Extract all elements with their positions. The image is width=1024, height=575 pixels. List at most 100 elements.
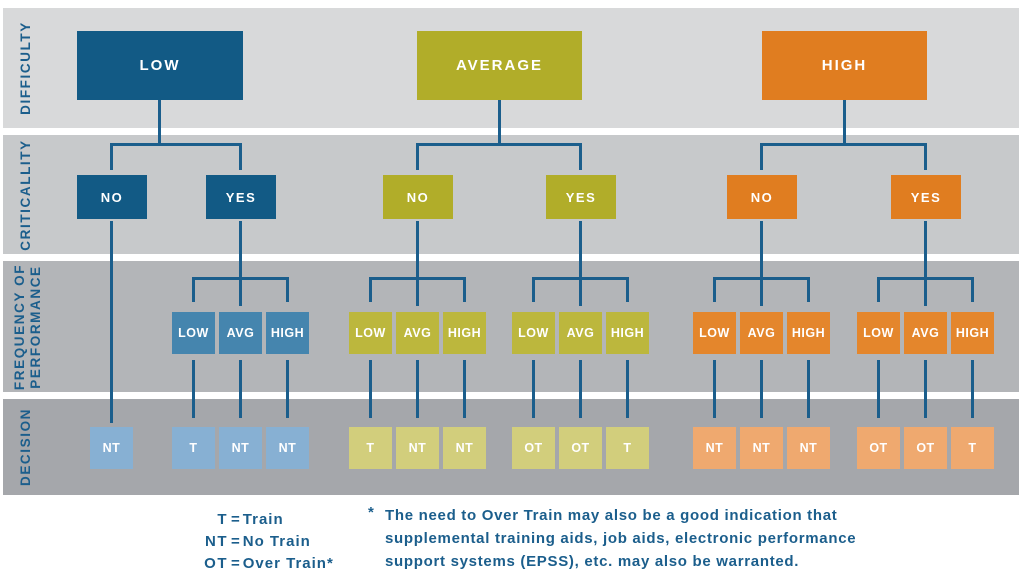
criticality-band [3, 135, 1019, 254]
connector-line [579, 221, 582, 306]
connector-line [924, 360, 927, 418]
connector-line [843, 100, 846, 146]
criticality-box-average-yes: YES [546, 175, 616, 219]
connector-line [760, 221, 763, 306]
difficulty-box-average: AVERAGE [417, 31, 582, 100]
legend-item-over-train: OT = Over Train* [150, 552, 334, 574]
connector-line [416, 221, 419, 306]
footnote-text: The need to Over Train may also be a goo… [385, 504, 856, 573]
footnote-line3: support systems (EPSS), etc. may also be… [385, 553, 800, 570]
decision-box: OT [559, 427, 602, 469]
connector-line [760, 143, 763, 170]
connector-line [110, 143, 242, 146]
legend-label: No Train [242, 532, 311, 550]
connector-line [626, 277, 629, 302]
connector-line [158, 100, 161, 146]
connector-line [760, 360, 763, 418]
legend-label: Over Train* [242, 554, 334, 572]
connector-line [369, 360, 372, 418]
footnote-asterisk: * [368, 504, 374, 521]
legend-item-train: T = Train [150, 508, 334, 530]
frequency-box-avg: AVG [396, 312, 439, 354]
connector-line [286, 277, 289, 302]
connector-line [532, 277, 629, 280]
frequency-row-label: FREQUENCY OF PERFORMANCE [12, 264, 44, 390]
difficulty-row-label: DIFFICULTY [18, 21, 33, 115]
connector-line [239, 143, 242, 170]
connector-line [369, 277, 466, 280]
connector-line [239, 360, 242, 418]
decision-box: OT [904, 427, 947, 469]
connector-line [713, 360, 716, 418]
criticality-box-average-no: NO [383, 175, 453, 219]
decision-box: T [172, 427, 215, 469]
connector-line [416, 360, 419, 418]
decision-box: T [606, 427, 649, 469]
connector-line [286, 360, 289, 418]
connector-line [110, 143, 113, 170]
frequency-box-avg: AVG [740, 312, 783, 354]
connector-line [924, 143, 927, 170]
connector-line [924, 221, 927, 306]
connector-line [192, 277, 289, 280]
legend-equals: = [231, 532, 240, 550]
connector-line [877, 277, 974, 280]
legend: T = Train NT = No Train OT = Over Train* [150, 508, 334, 574]
connector-line [532, 360, 535, 418]
difficulty-box-high: HIGH [762, 31, 927, 100]
connector-line [971, 360, 974, 418]
criticality-box-high-yes: YES [891, 175, 961, 219]
connector-line [807, 277, 810, 302]
decision-box: NT [740, 427, 783, 469]
frequency-box-high: HIGH [606, 312, 649, 354]
frequency-box-avg: AVG [904, 312, 947, 354]
connector-line [369, 277, 372, 302]
connector-line [532, 277, 535, 302]
decision-box: OT [512, 427, 555, 469]
criticality-row-label: CRITICALLITY [18, 139, 33, 251]
frequency-box-high: HIGH [787, 312, 830, 354]
decision-box: T [349, 427, 392, 469]
connector-line [463, 277, 466, 302]
decision-row-label: DECISION [18, 407, 33, 487]
criticality-box-high-no: NO [727, 175, 797, 219]
legend-abbr: OT [204, 554, 228, 572]
frequency-box-low: LOW [172, 312, 215, 354]
decision-box: OT [857, 427, 900, 469]
legend-item-no-train: NT = No Train [150, 530, 334, 552]
frequency-row-label-line1: FREQUENCY OF [12, 263, 27, 391]
footnote-line2: supplemental training aids, job aids, el… [385, 530, 857, 547]
criticality-box-low-yes: YES [206, 175, 276, 219]
connector-line [498, 100, 501, 146]
connector-line [110, 221, 113, 423]
connector-line [877, 360, 880, 418]
connector-line [192, 360, 195, 418]
decision-box: NT [266, 427, 309, 469]
connector-line [807, 360, 810, 418]
frequency-box-low: LOW [857, 312, 900, 354]
frequency-box-high: HIGH [443, 312, 486, 354]
connector-line [239, 221, 242, 306]
decision-box: NT [443, 427, 486, 469]
connector-line [626, 360, 629, 418]
footnote: * The need to Over Train may also be a g… [368, 504, 856, 573]
connector-line [579, 143, 582, 170]
frequency-box-low: LOW [693, 312, 736, 354]
legend-equals: = [231, 554, 240, 572]
decision-box: NT [396, 427, 439, 469]
decision-box: T [951, 427, 994, 469]
criticality-box-low-no: NO [77, 175, 147, 219]
connector-line [760, 143, 927, 146]
footnote-line1: The need to Over Train may also be a goo… [385, 507, 838, 524]
legend-abbr: NT [205, 532, 228, 550]
legend-label: Train [242, 510, 284, 528]
connector-line [971, 277, 974, 302]
decision-box: NT [90, 427, 133, 469]
decision-box: NT [787, 427, 830, 469]
connector-line [416, 143, 419, 170]
legend-abbr: T [217, 510, 228, 528]
connector-line [713, 277, 810, 280]
frequency-box-low: LOW [512, 312, 555, 354]
legend-equals: = [231, 510, 240, 528]
